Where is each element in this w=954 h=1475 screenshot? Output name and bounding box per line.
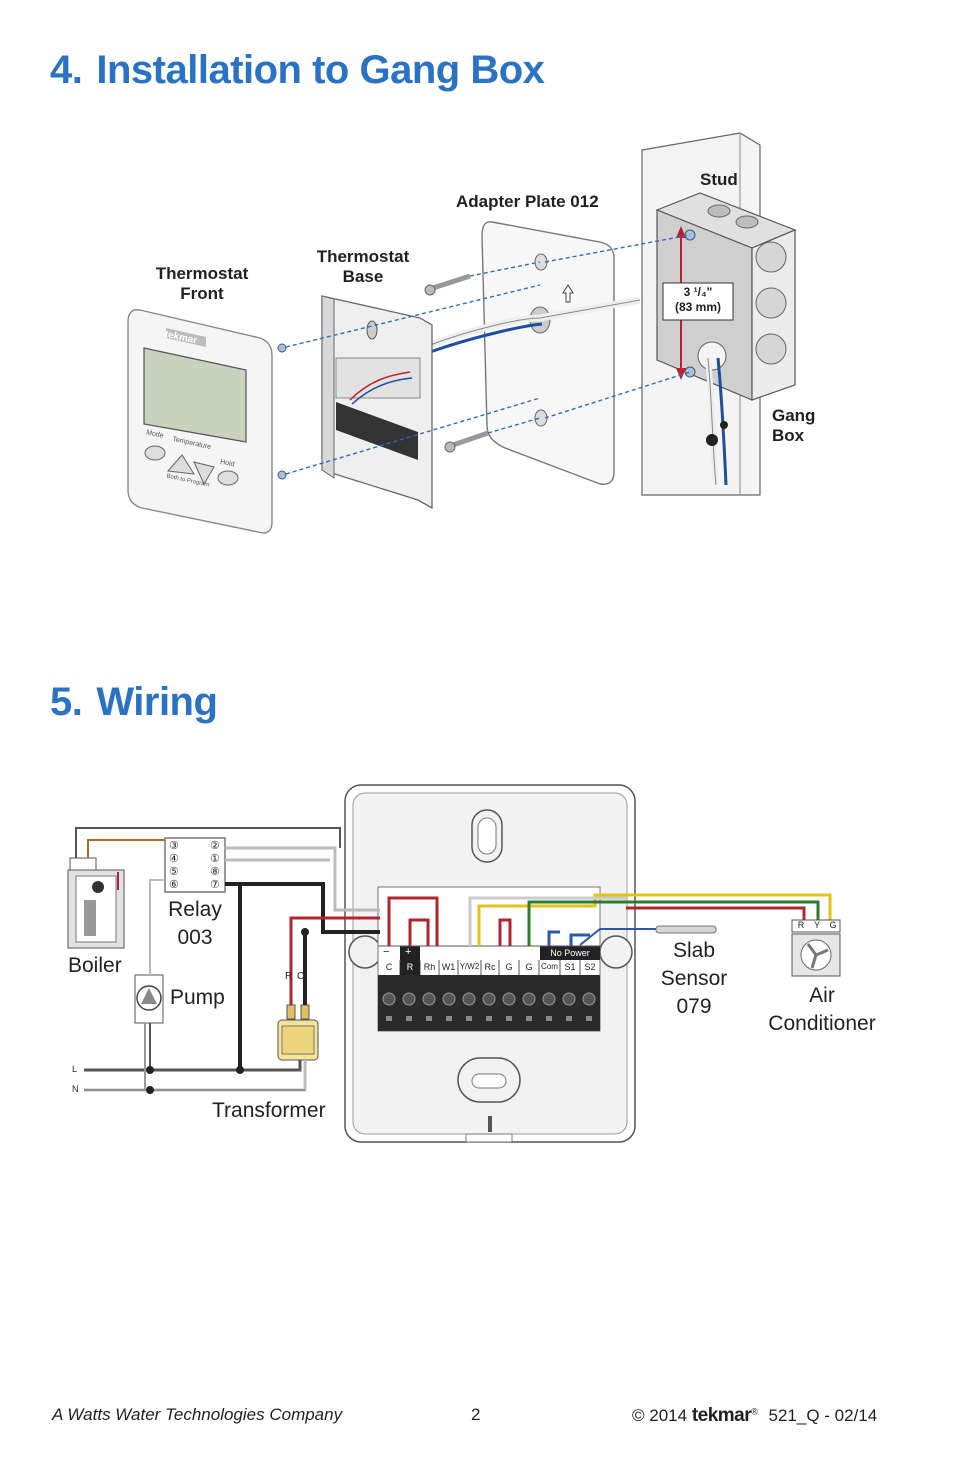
terminal-minus: −: [383, 946, 390, 958]
relay: [164, 837, 226, 893]
relay-pin-5: ⑤: [169, 866, 179, 878]
section-5-heading: 5. Wiring: [50, 680, 218, 725]
label-line-n: N: [72, 1084, 79, 1094]
label-relay-line2: 003: [177, 926, 213, 949]
footer-copyright-text: © 2014: [632, 1406, 688, 1425]
relay-pins-right: ② ① ⑧ ⑦: [210, 840, 220, 892]
label-gang-box: Gang Box: [772, 406, 815, 446]
label-thermostat-base-line1: Thermostat: [316, 247, 410, 266]
footer-page: 2: [471, 1405, 481, 1424]
terminal-rh: Rh: [423, 962, 436, 972]
relay-pin-3: ③: [169, 840, 179, 852]
terminal-g2: G: [525, 962, 533, 972]
pump: [134, 974, 164, 1024]
label-thermostat-front: Thermostat Front: [142, 264, 262, 304]
ac-terminal-g: G: [829, 920, 837, 930]
terminal-labels: C R Rh W1 Y/W2 Rc G G Com S1 S2: [378, 962, 600, 975]
label-slab-sensor: Slab Sensor 079: [650, 937, 738, 1021]
label-transformer-r: R: [285, 971, 293, 982]
relay-pins-left: ③ ④ ⑤ ⑥: [169, 840, 179, 892]
footer-copyright: © 2014 tekmar® 521_Q - 02/14: [632, 1405, 877, 1427]
label-relay: Relay 003: [163, 896, 227, 952]
section-5-number: 5.: [50, 680, 83, 724]
label-thermostat-front-line2: Front: [180, 284, 224, 303]
footer-brand: tekmar: [691, 1405, 752, 1426]
label-relay-line1: Relay: [168, 898, 222, 921]
no-power-label: No Power: [550, 948, 590, 958]
terminal-r: R: [400, 962, 420, 975]
label-dimension: 3 ¹/₄" (83 mm): [663, 285, 733, 315]
external-wires: [75, 827, 380, 1094]
label-gang-box-line2: Box: [772, 426, 805, 445]
terminal-w1: W1: [441, 962, 456, 972]
label-slab-line3: 079: [676, 995, 712, 1018]
terminal-plus: +: [405, 946, 412, 958]
label-adapter-plate: Adapter Plate 012: [456, 192, 599, 211]
label-transformer-c: C: [297, 971, 305, 982]
boiler: [67, 857, 125, 949]
air-conditioner: [791, 919, 841, 977]
ac-terminal-r: R: [797, 920, 805, 930]
terminal-rc: Rc: [484, 962, 496, 972]
terminal-yw2: Y/W2: [459, 962, 480, 971]
footer-doc-number: 521_Q - 02/14: [768, 1406, 878, 1425]
label-gang-box-line1: Gang: [772, 406, 816, 425]
footer-registered: ®: [751, 1406, 758, 1417]
label-dimension-line2: (83 mm): [674, 300, 721, 314]
label-thermostat-front-line1: Thermostat: [155, 264, 249, 283]
dimension-marker: [662, 226, 734, 380]
relay-pin-4: ④: [169, 853, 179, 865]
terminal-g1: G: [505, 962, 513, 972]
label-ac-line1: Air: [809, 984, 835, 1007]
relay-pin-1: ①: [210, 853, 220, 865]
terminal-com: Com: [541, 962, 558, 971]
alignment-lines: [285, 234, 691, 475]
terminal-s2: S2: [584, 962, 596, 972]
adapter-plate: [481, 221, 615, 485]
label-boiler: Boiler: [68, 954, 122, 977]
thermostat-front: [127, 309, 273, 534]
relay-pin-6: ⑥: [169, 879, 179, 891]
relay-pin-8: ⑧: [210, 866, 220, 878]
label-line-l: L: [72, 1064, 78, 1074]
label-pump: Pump: [170, 986, 225, 1009]
transformer: [277, 1004, 319, 1061]
label-slab-line1: Slab: [672, 939, 716, 962]
section-4-heading: 4. Installation to Gang Box: [50, 48, 545, 93]
label-slab-line2: Sensor: [660, 967, 728, 990]
slab-sensor: [579, 925, 717, 946]
label-air-conditioner: Air Conditioner: [756, 982, 888, 1038]
section-4-number: 4.: [50, 48, 83, 92]
ac-wires: [626, 893, 832, 920]
section-4-title: Installation to Gang Box: [96, 48, 545, 92]
terminal-s1: S1: [564, 962, 576, 972]
label-thermostat-base-line2: Base: [342, 267, 384, 286]
ac-terminal-y: Y: [813, 920, 820, 930]
relay-pin-7: ⑦: [210, 879, 220, 891]
footer-company: A Watts Water Technologies Company: [52, 1405, 343, 1424]
ac-terminals: R Y G: [793, 920, 841, 930]
label-transformer: Transformer: [212, 1099, 326, 1122]
label-dimension-line1: 3 ¹/₄": [683, 285, 713, 299]
label-thermostat-base: Thermostat Base: [305, 247, 421, 287]
internal-wires: [387, 893, 628, 946]
terminal-c: C: [385, 962, 393, 972]
label-ac-line2: Conditioner: [768, 1012, 876, 1035]
screws: [277, 273, 489, 480]
label-stud: Stud: [700, 170, 738, 189]
relay-pin-2: ②: [210, 840, 220, 852]
section-5-title: Wiring: [96, 680, 218, 724]
